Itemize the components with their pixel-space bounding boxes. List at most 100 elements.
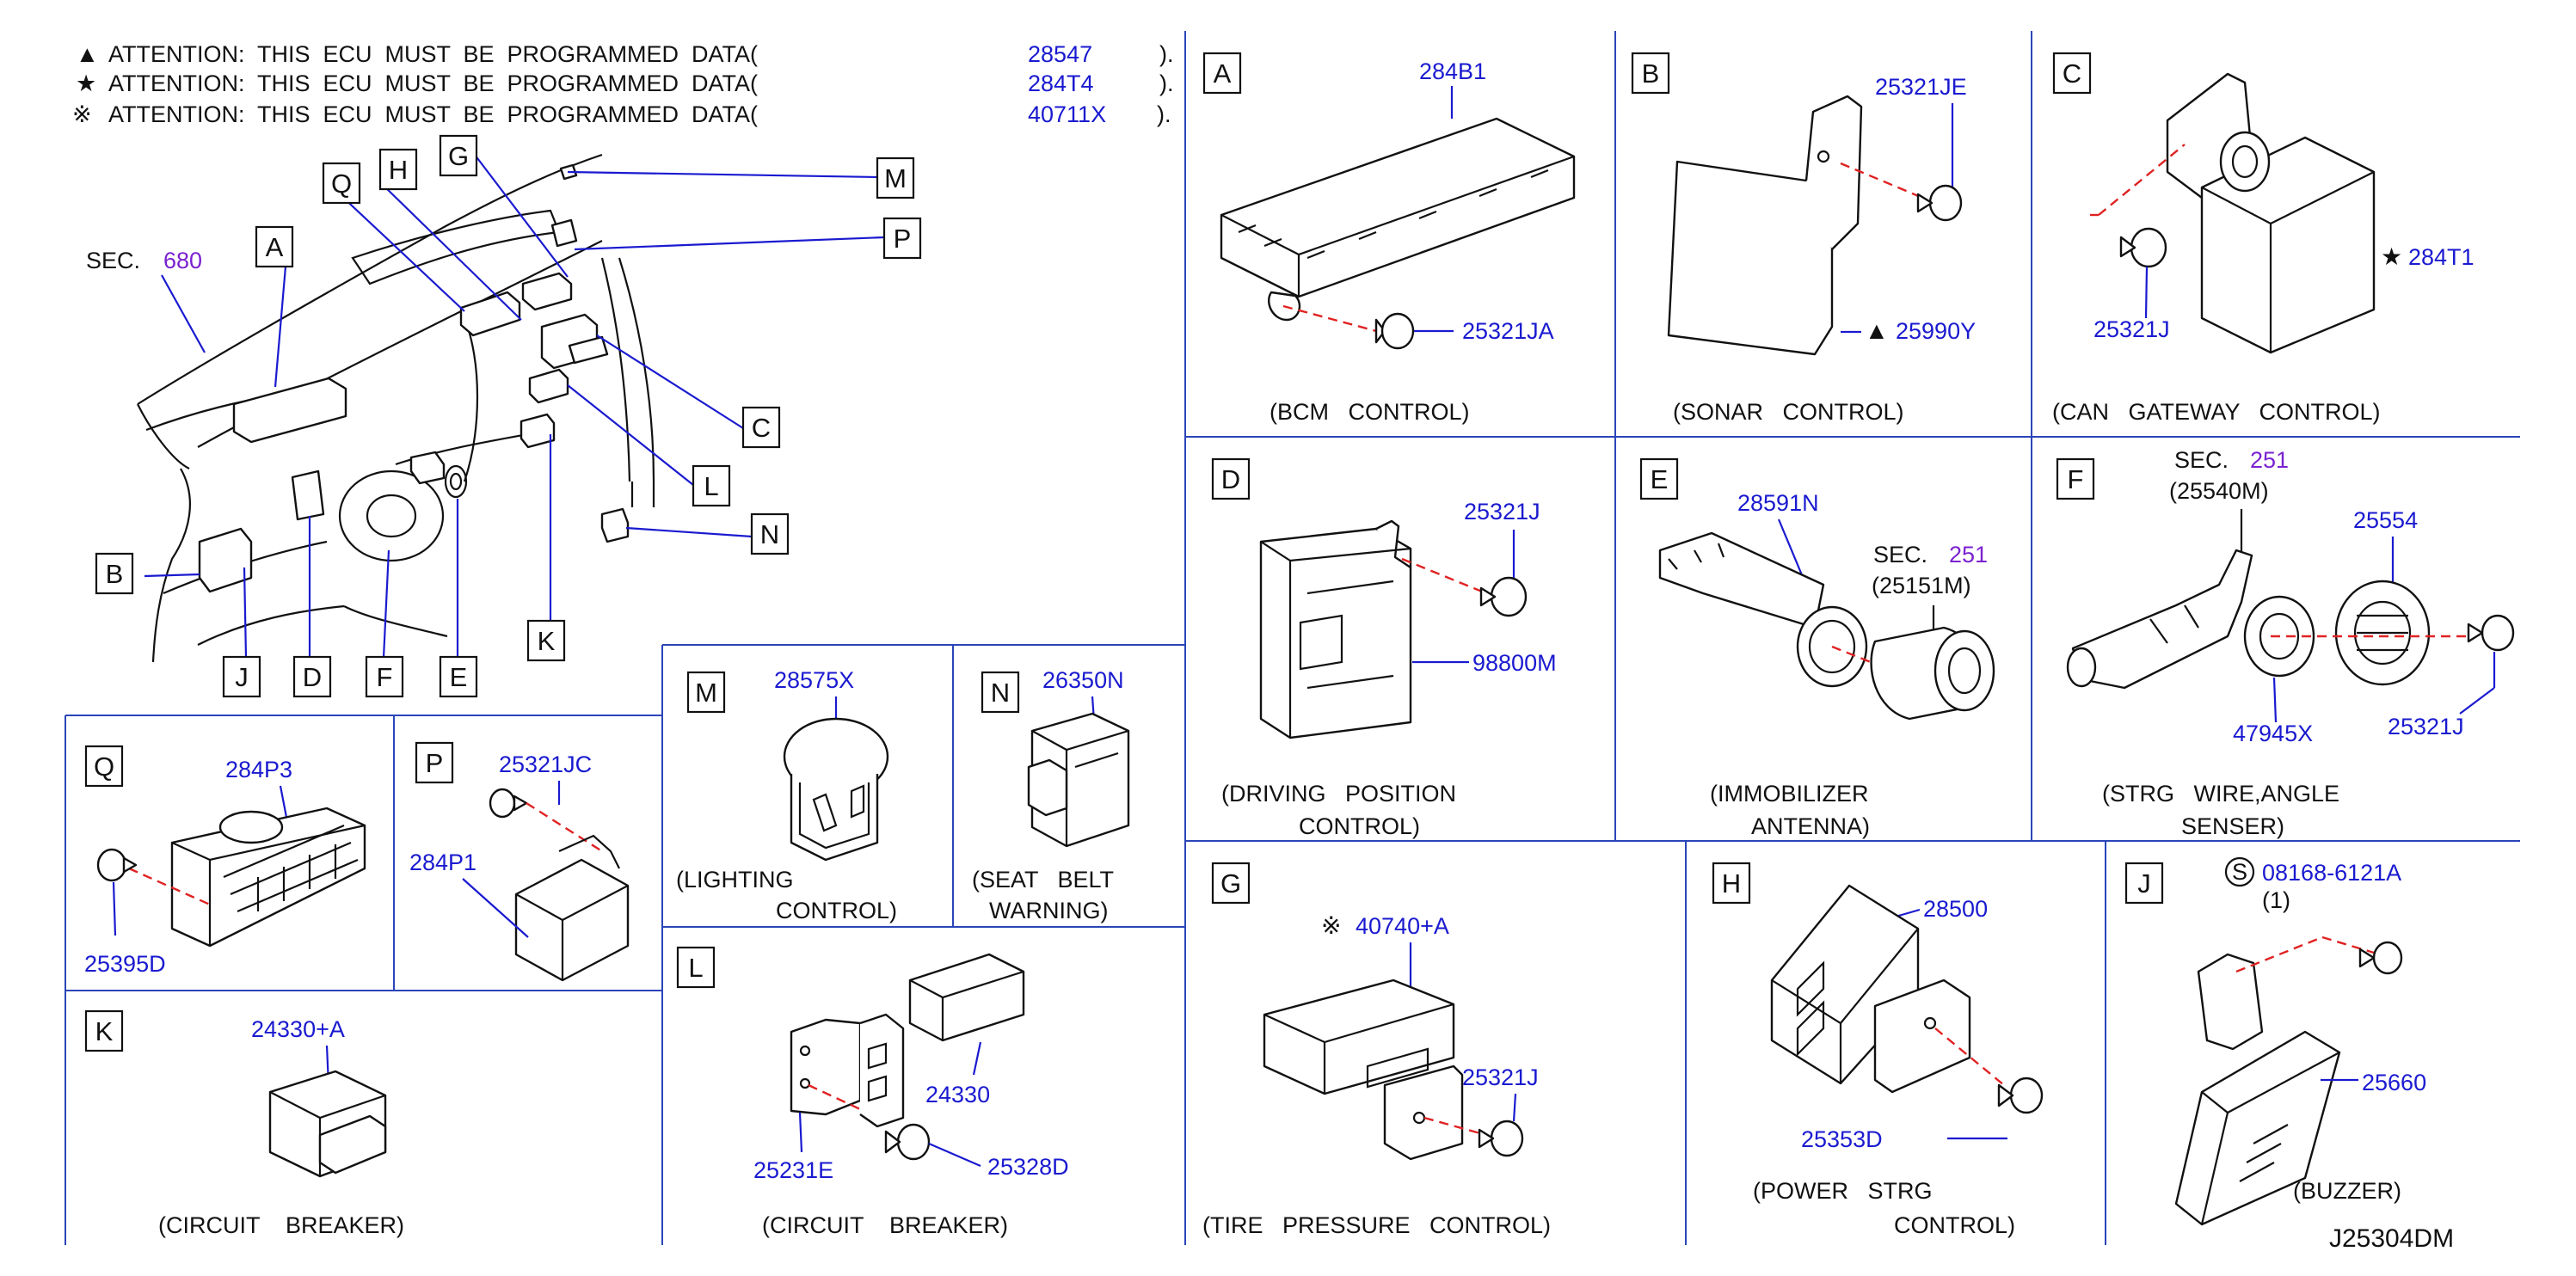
dashboard-overview: SEC. 680 xyxy=(86,134,922,698)
panel-h-caption-1: (POWER STRG xyxy=(1753,1178,1933,1204)
overview-callout-p: P xyxy=(894,224,912,254)
attention-mark-3: ※ xyxy=(72,101,92,127)
part-25321j-d: 25321J xyxy=(1464,499,1540,525)
overview-callout-l: L xyxy=(704,471,718,501)
part-24330a: 24330+A xyxy=(251,1016,345,1042)
panel-d-caption-2: CONTROL) xyxy=(1299,813,1420,839)
overview-callout-k: K xyxy=(538,626,556,656)
panel-d-driving-position: D 25321J 98800M (DRIVING POSITION CONTRO… xyxy=(1211,457,1557,839)
attention-text-3: ATTENTION: THIS ECU MUST BE PROGRAMMED D… xyxy=(108,101,758,127)
overview-callout-j: J xyxy=(235,662,249,692)
attention-end-1: ). xyxy=(1159,41,1174,67)
panel-n-letter: N xyxy=(991,678,1010,708)
panel-m-letter: M xyxy=(695,678,717,708)
overview-callout-g: G xyxy=(448,141,469,171)
panel-p-letter: P xyxy=(426,748,444,778)
panel-m-caption-2: CONTROL) xyxy=(776,898,897,923)
part-28591n: 28591N xyxy=(1737,490,1819,516)
panel-c-can-gateway: C ★ 284T1 25321J (CAN GATEWAY CONTROL) xyxy=(2052,52,2475,425)
part-28575x: 28575X xyxy=(774,667,854,693)
part-284p3: 284P3 xyxy=(225,757,292,782)
panel-a-caption: (BCM CONTROL) xyxy=(1270,399,1470,425)
attention-notes: ▲ ATTENTION: THIS ECU MUST BE PROGRAMMED… xyxy=(72,41,1174,127)
panel-g-caption: (TIRE PRESSURE CONTROL) xyxy=(1202,1212,1551,1238)
attention-end-3: ). xyxy=(1157,101,1171,127)
part-284t1: 284T1 xyxy=(2408,244,2475,270)
panel-j-buzzer: J S 08168-6121A (1) 25660 (BUZZER) xyxy=(2124,856,2426,1226)
panel-g-marker: ※ xyxy=(1321,912,1341,939)
panel-g-letter: G xyxy=(1220,868,1241,899)
panel-f-sec-ref: (25540M) xyxy=(2169,478,2269,504)
panel-g-tire-pressure: G ※ 40740+A 25321J (TIRE PRESSURE CONTRO… xyxy=(1202,862,1551,1238)
panel-f-sec-label: SEC. xyxy=(2174,447,2229,473)
panel-q-letter: Q xyxy=(94,751,114,782)
attention-code-3: 40711X xyxy=(1028,101,1106,127)
panel-e-sec-ref: (25151M) xyxy=(1872,573,1971,598)
part-284p1: 284P1 xyxy=(409,850,476,875)
overview-callout-n: N xyxy=(760,519,779,549)
panel-k-circuit-breaker: K 24330+A (CIRCUIT BREAKER) xyxy=(84,1009,404,1238)
part-25321je: 25321JE xyxy=(1875,74,1967,100)
panel-a-letter: A xyxy=(1214,58,1232,89)
panel-h-letter: H xyxy=(1722,868,1741,899)
part-25321j-c: 25321J xyxy=(2093,316,2170,342)
panel-b-letter: B xyxy=(1642,58,1660,89)
part-25353d: 25353D xyxy=(1801,1126,1883,1152)
panel-q: Q 284P3 25395D xyxy=(84,745,366,977)
part-25321j-g: 25321J xyxy=(1462,1064,1539,1090)
panel-p: P 25321JC 284P1 xyxy=(409,741,630,982)
panel-d-caption-1: (DRIVING POSITION xyxy=(1221,781,1456,807)
part-47945x: 47945X xyxy=(2233,721,2313,746)
attention-mark-2: ★ xyxy=(76,71,96,96)
part-25231e: 25231E xyxy=(753,1157,833,1183)
panel-f-caption-1: (STRG WIRE,ANGLE xyxy=(2102,781,2339,807)
part-284b1: 284B1 xyxy=(1419,58,1486,84)
part-40740a: 40740+A xyxy=(1356,913,1449,939)
attention-mark-1: ▲ xyxy=(76,41,99,67)
panel-n-seat-belt: N 26350N (SEAT BELT WARNING) xyxy=(972,667,1130,923)
overview-sec-number: 680 xyxy=(163,248,202,273)
panel-l-circuit-breaker: L 24330 25328D 25231E (CIRCUIT BREAKER) xyxy=(676,946,1069,1238)
panel-j-qty: (1) xyxy=(2262,887,2290,913)
part-25321jc: 25321JC xyxy=(499,751,592,777)
part-25321j-f: 25321J xyxy=(2388,714,2464,739)
overview-callout-q: Q xyxy=(331,169,352,199)
part-25990y: 25990Y xyxy=(1896,318,1976,344)
panel-e-sec-label: SEC. xyxy=(1873,542,1927,567)
panel-l-caption: (CIRCUIT BREAKER) xyxy=(762,1212,1008,1238)
attention-text-1: ATTENTION: THIS ECU MUST BE PROGRAMMED D… xyxy=(108,41,758,67)
panel-m-lighting: M 28575X (LIGHTING CONTROL) xyxy=(676,667,897,923)
panel-f-sec-number: 251 xyxy=(2250,447,2289,473)
panel-b-sonar: B 25321JE ▲ 25990Y (SONAR CONTROL) xyxy=(1631,52,1976,425)
panel-j-letter: J xyxy=(2137,868,2151,899)
overview-callout-f: F xyxy=(377,662,393,692)
panel-h-power-strg: H 28500 25353D (POWER STRG CONTROL) xyxy=(1712,862,2044,1238)
panel-k-letter: K xyxy=(95,1016,114,1046)
panel-h-caption-2: CONTROL) xyxy=(1894,1212,2015,1238)
panel-f-strg-wire: F SEC. 251 (25540M) 25554 47945X 25321J … xyxy=(2056,447,2515,839)
part-25395d: 25395D xyxy=(84,951,166,977)
attention-code-1: 28547 xyxy=(1028,41,1092,67)
panel-c-caption: (CAN GATEWAY CONTROL) xyxy=(2052,399,2381,425)
panel-e-caption-2: ANTENNA) xyxy=(1751,813,1870,839)
part-98800m: 98800M xyxy=(1472,650,1557,676)
panel-e-sec-number: 251 xyxy=(1949,542,1988,567)
panel-a-bcm: A 284B1 25321JA (BCM CONTROL) xyxy=(1202,52,1576,425)
part-28500: 28500 xyxy=(1923,896,1988,922)
overview-callout-a: A xyxy=(266,232,284,262)
overview-callout-e: E xyxy=(450,662,468,692)
overview-sec-label: SEC. xyxy=(86,248,140,273)
part-08168-6121a: 08168-6121A xyxy=(2262,860,2401,886)
panel-f-caption-2: SENSER) xyxy=(2181,813,2284,839)
overview-callout-c: C xyxy=(752,413,771,443)
panel-b-marker: ▲ xyxy=(1865,317,1889,344)
panel-k-caption: (CIRCUIT BREAKER) xyxy=(158,1212,404,1238)
panel-l-letter: L xyxy=(688,953,703,983)
part-25554: 25554 xyxy=(2353,507,2418,533)
panel-j-caption: (BUZZER) xyxy=(2293,1178,2401,1204)
panel-c-letter: C xyxy=(2063,58,2081,89)
panel-n-caption-2: WARNING) xyxy=(989,898,1108,923)
attention-code-2: 284T4 xyxy=(1028,71,1094,96)
panel-b-caption: (SONAR CONTROL) xyxy=(1673,399,1904,425)
